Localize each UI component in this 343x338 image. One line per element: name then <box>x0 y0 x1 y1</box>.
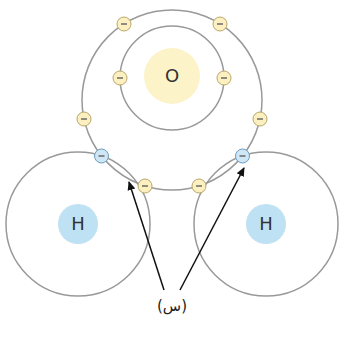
hydrogen-nucleus: H <box>58 204 98 244</box>
element-symbol: O <box>165 67 179 85</box>
element-symbol: H <box>259 215 273 233</box>
oxygen-nucleus: O <box>144 48 200 104</box>
minus-signs <box>81 24 263 186</box>
hydrogen-nucleus: H <box>246 204 286 244</box>
leader-arrow <box>129 182 164 290</box>
oxygen-outer-shell <box>82 10 262 190</box>
oxygen-inner-shell <box>120 26 224 130</box>
leader-arrow <box>180 168 244 290</box>
hydrogen-shell <box>194 152 338 296</box>
element-symbol: H <box>71 215 85 233</box>
hydrogen-electrons <box>95 149 250 163</box>
electrons <box>77 17 267 193</box>
callout-label: (س) <box>157 297 187 315</box>
hydrogen-shell <box>6 152 150 296</box>
